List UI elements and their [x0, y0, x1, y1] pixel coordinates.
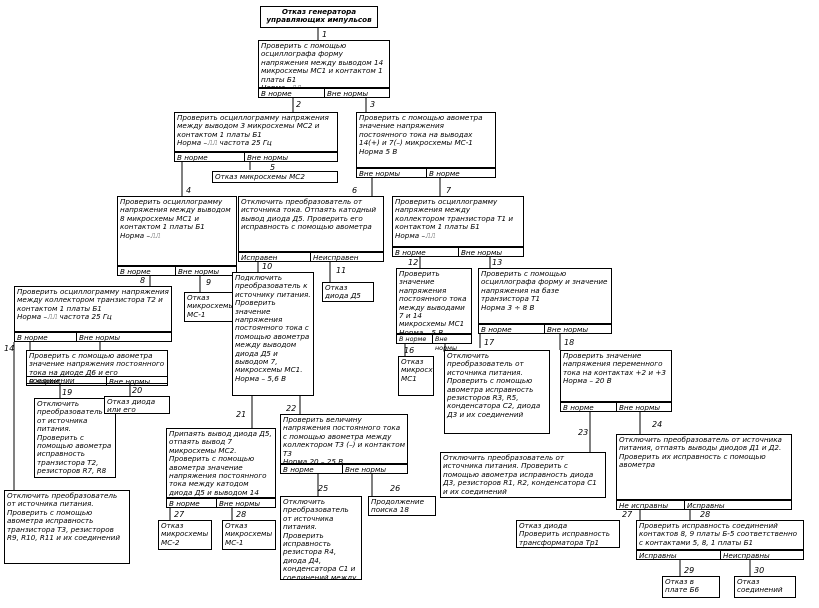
step-9-result: Отказ микросхемы МС-1	[184, 292, 234, 322]
step-19-action: Отключить преобразователь от источника п…	[34, 398, 116, 478]
step-28-result: Отказ микросхемы МС-1	[222, 520, 276, 550]
step-8-no: Вне нормы	[76, 332, 172, 342]
step-15-no: Вне нормы	[106, 376, 168, 386]
step-2-no: Вне нормы	[244, 152, 338, 162]
step-3-normal: В норме	[426, 168, 496, 178]
step-number: 3	[370, 100, 376, 109]
step-4-check: Проверить осциллограмму напряжения между…	[117, 196, 237, 266]
step-number: 13	[492, 258, 503, 267]
step-8-check: Проверить осциллограмму напряжения между…	[14, 286, 172, 332]
step-27b-result: Отказ диода Проверить исправность трансф…	[516, 520, 620, 548]
step-number: 27	[622, 510, 633, 519]
step-number: 27	[174, 510, 185, 519]
step-number: 17	[484, 338, 495, 347]
step-25-action: Отключить преобразователь от источника п…	[280, 496, 362, 580]
step-2-check: Проверить осциллограмму напряжения между…	[174, 112, 338, 152]
step-3-out-of-range: Вне нормы	[356, 168, 426, 178]
step-number: 7	[446, 186, 452, 195]
step-13-no: Вне нормы	[544, 324, 612, 334]
step-number: 21	[236, 410, 247, 419]
step-number: 9	[206, 278, 212, 287]
step-17-action: Отключить преобразователь от источника п…	[444, 350, 550, 434]
step-number: 30	[754, 566, 765, 575]
step-21-no: Вне нормы	[216, 498, 276, 508]
step-22-no: Вне нормы	[342, 464, 408, 474]
step-number: 19	[62, 388, 73, 397]
step-28b-faulty: Неисправны	[720, 550, 804, 560]
step-number: 29	[684, 566, 695, 575]
step-16-result: Отказ микросхемы МС1	[398, 356, 434, 396]
step-1-yes: В норме	[258, 88, 324, 98]
step-number: 11	[336, 266, 347, 275]
step-4-yes: В норме	[117, 266, 175, 276]
step-7-no: Вне нормы	[458, 247, 524, 257]
step-number: 28	[236, 510, 247, 519]
step-number: 5	[270, 163, 276, 172]
step-6-fail: Неисправен	[310, 252, 384, 262]
step-7-yes: В норме	[392, 247, 458, 257]
step-number: 12	[408, 258, 419, 267]
step-1-check: Проверить с помощью осциллографа форму н…	[258, 40, 390, 88]
step-6-check: Отключить преобразователь от источника т…	[238, 196, 384, 252]
step-number: 22	[286, 404, 297, 413]
step-number: 25	[318, 484, 329, 493]
step-18-check: Проверить значение напряжения переменног…	[560, 350, 672, 402]
step-29-result: Отказ в плате Б6	[662, 576, 720, 598]
step-14-action: Отключить преобразователь от источника п…	[4, 490, 130, 564]
step-number: 4	[186, 186, 192, 195]
step-number: 20	[132, 386, 143, 395]
step-27-result: Отказ микросхемы МС-2	[158, 520, 212, 550]
step-7-check: Проверить осциллограмму напряжения между…	[392, 196, 524, 247]
step-number: 26	[390, 484, 401, 493]
step-24-action: Отключить преобразователь от источника п…	[616, 434, 792, 500]
step-8-yes: В норме	[14, 332, 76, 342]
step-6-ok: Исправен	[238, 252, 310, 262]
step-number: 24	[652, 420, 663, 429]
step-22-yes: В норме	[280, 464, 342, 474]
step-21-yes: В норме	[166, 498, 216, 508]
step-number: 8	[140, 276, 146, 285]
flowchart-title: Отказ генератора управляющих импульсов	[260, 6, 378, 28]
step-21-check: Припаять вывод диода Д5, отпаять вывод 7…	[166, 428, 276, 498]
step-12-check: Проверить значение напряжения постоянног…	[396, 268, 472, 334]
step-number: 10	[262, 262, 273, 271]
step-2-yes: В норме	[174, 152, 244, 162]
step-1-no: Вне нормы	[324, 88, 390, 98]
step-number: 1	[322, 30, 328, 39]
step-12-no: Вне нормы	[432, 334, 472, 352]
step-10-check: Подключить преобразователь к источнику п…	[232, 272, 314, 396]
step-4-no: Вне нормы	[175, 266, 237, 276]
step-28b-ok: Исправны	[636, 550, 720, 560]
step-22-check: Проверить величину напряжения постоянног…	[280, 414, 408, 464]
step-18-no: Вне нормы	[616, 402, 672, 412]
step-number: 14	[4, 344, 15, 353]
step-15-check: Проверить с помощью авометра значение на…	[26, 350, 168, 384]
step-5-result: Отказ микросхемы МС2	[212, 171, 338, 183]
step-24-ok: Исправны	[684, 500, 792, 510]
step-23-action: Отключить преобразователь от источника п…	[440, 452, 606, 498]
step-number: 28	[700, 510, 711, 519]
step-15-yes: В норме	[26, 376, 106, 386]
step-number: 16	[404, 346, 415, 355]
step-3-check: Проверить с помощью авометра значение на…	[356, 112, 496, 168]
step-13-yes: В норме	[478, 324, 544, 334]
step-11-result: Отказ диода Д5	[322, 282, 374, 302]
step-26-result: Продолжение поиска 18	[368, 496, 436, 516]
step-28b-check: Проверить исправность соединений контакт…	[636, 520, 804, 550]
step-13-check: Проверить с помощью осциллографа форму и…	[478, 268, 612, 324]
step-30-result: Отказ соединений	[734, 576, 796, 598]
step-number: 18	[564, 338, 575, 347]
step-number: 2	[296, 100, 302, 109]
step-18-yes: В норме	[560, 402, 616, 412]
step-24-faulty: Не исправны	[616, 500, 684, 510]
step-12-yes: В норме	[396, 334, 432, 344]
step-number: 23	[578, 428, 589, 437]
step-20-result: Отказ диода или его соединений	[104, 396, 170, 414]
step-number: 6	[352, 186, 358, 195]
